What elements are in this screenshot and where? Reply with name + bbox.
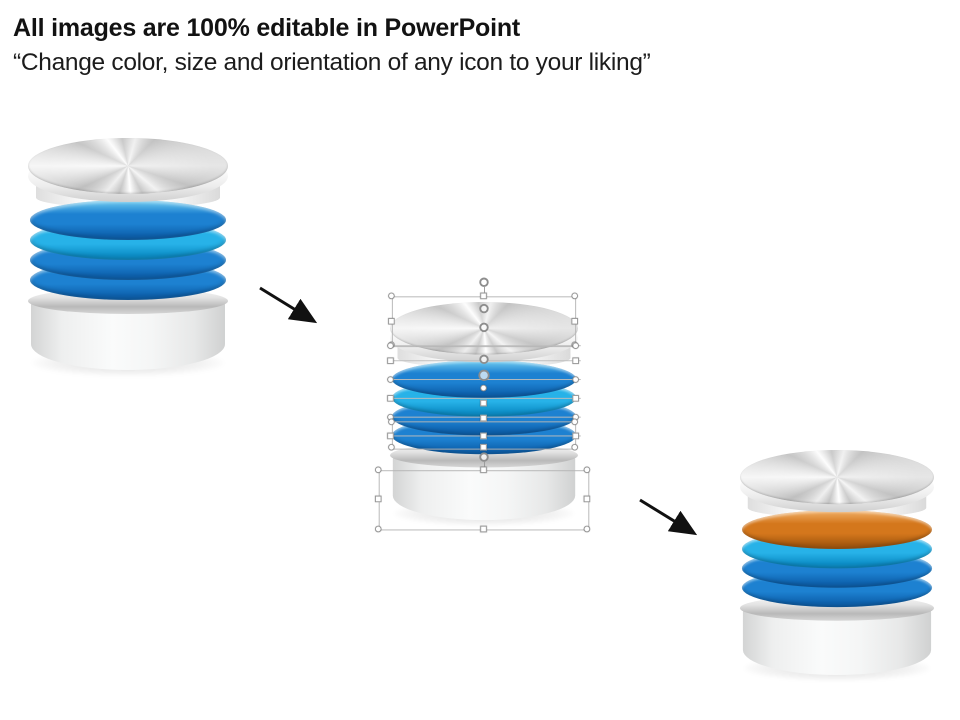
selection-handle[interactable] [480, 384, 487, 392]
selection-handle[interactable] [571, 418, 578, 426]
rotation-handle[interactable] [479, 277, 489, 287]
rotation-handle[interactable] [479, 322, 489, 333]
selection-handle[interactable] [572, 432, 579, 440]
selection-handle[interactable] [572, 395, 579, 402]
rotation-handle[interactable] [478, 369, 490, 381]
selection-handle[interactable] [480, 399, 487, 407]
selection-handle[interactable] [388, 443, 395, 451]
disc-top [28, 138, 228, 194]
selection-handle[interactable] [583, 466, 591, 474]
rotation-stem [484, 461, 485, 471]
slide-header: All images are 100% editable in PowerPoi… [13, 12, 913, 79]
slide-title: All images are 100% editable in PowerPoi… [13, 14, 521, 42]
ring-1 [30, 200, 226, 240]
selection-handle[interactable] [388, 317, 395, 325]
rotation-handle[interactable] [479, 452, 489, 462]
rotation-handle[interactable] [479, 354, 489, 365]
selection-rect-base [378, 470, 590, 531]
selection-handle[interactable] [387, 432, 394, 440]
selection-handle[interactable] [480, 525, 487, 533]
selection-handle[interactable] [388, 292, 395, 300]
selection-line [387, 397, 581, 399]
selection-handle[interactable] [571, 317, 578, 325]
selection-handle[interactable] [480, 292, 487, 300]
database-icon-recolored[interactable] [740, 450, 934, 681]
selection-handle[interactable] [572, 342, 579, 349]
selection-handle[interactable] [571, 443, 578, 451]
selection-handle[interactable] [572, 376, 579, 383]
selection-handle[interactable] [387, 342, 394, 349]
rotation-handle[interactable] [479, 303, 489, 314]
selection-handle[interactable] [480, 443, 487, 451]
selection-handle[interactable] [480, 466, 487, 474]
selection-handle[interactable] [374, 525, 382, 533]
selection-handle[interactable] [387, 357, 394, 365]
arrow-right-down-1 [259, 286, 318, 324]
selection-handle[interactable] [480, 414, 487, 422]
database-icon-original[interactable] [28, 138, 228, 376]
disc-top [740, 450, 934, 505]
selection-handle[interactable] [583, 495, 591, 503]
selection-handle[interactable] [387, 395, 394, 402]
arrow-right-down-2 [639, 498, 698, 536]
selection-handle[interactable] [388, 418, 395, 426]
rotation-stem [484, 286, 485, 297]
selection-handle[interactable] [374, 495, 382, 503]
selection-handle[interactable] [572, 357, 579, 365]
slide-subtitle: “Change color, size and orientation of a… [13, 48, 651, 76]
ring-1 [741, 510, 933, 549]
selection-handle[interactable] [583, 525, 591, 533]
selection-handle[interactable] [571, 292, 578, 300]
selection-line [387, 345, 581, 347]
selection-handle[interactable] [480, 432, 487, 440]
database-icon-selected[interactable] [374, 277, 591, 533]
selection-handle[interactable] [374, 466, 382, 474]
selection-handle[interactable] [387, 376, 394, 383]
